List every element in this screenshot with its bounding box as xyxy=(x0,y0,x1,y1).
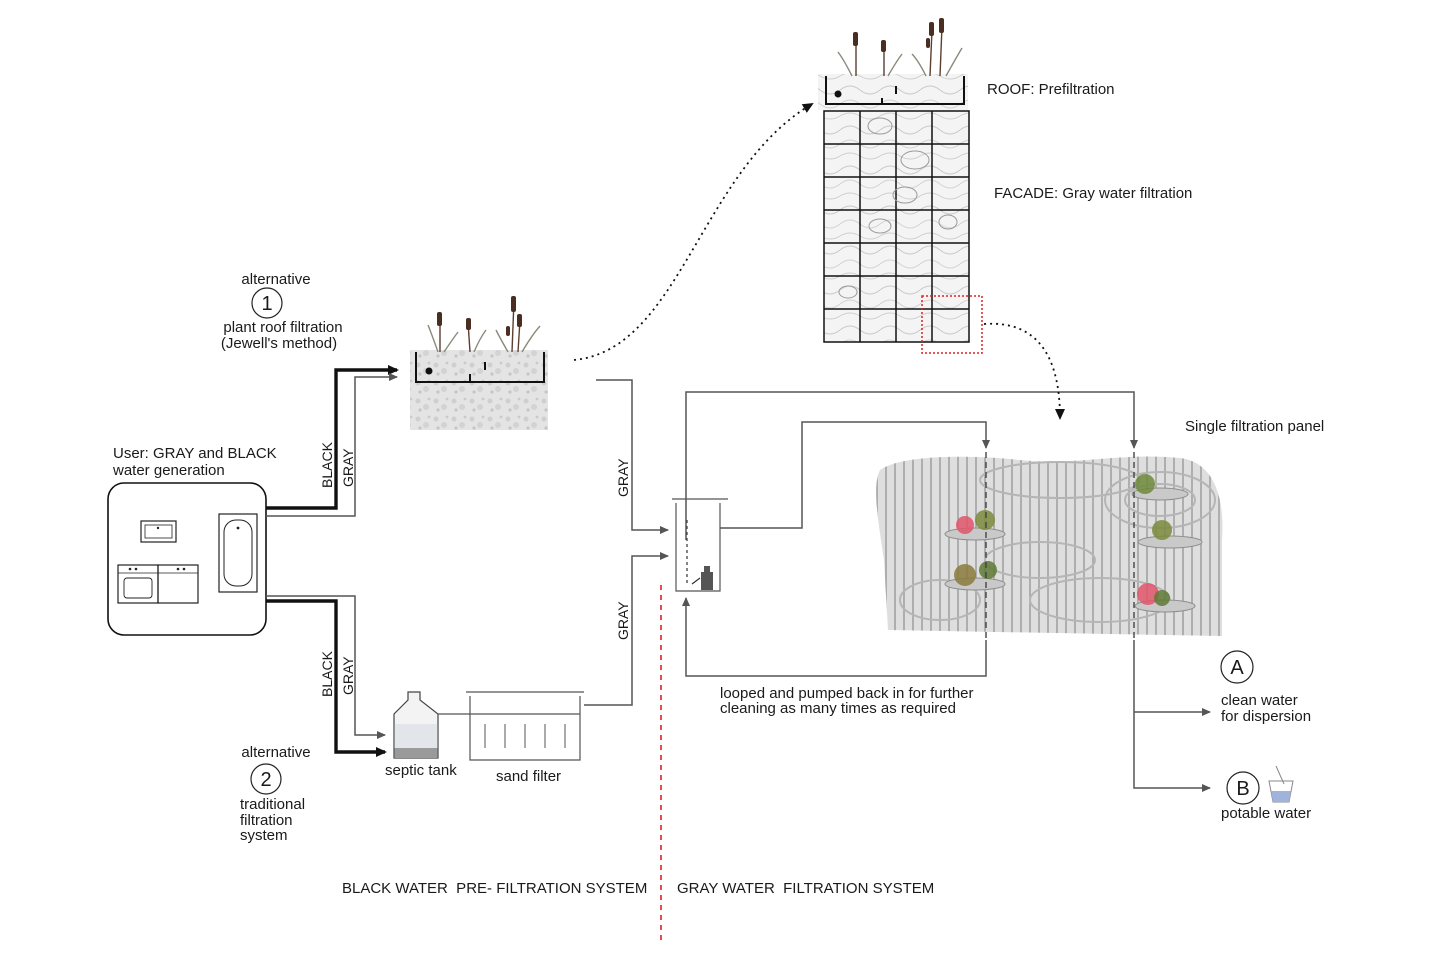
black-pipe-upper xyxy=(266,365,399,510)
black-label-upper: BLACK xyxy=(319,441,335,488)
alt2-line2: filtration xyxy=(240,812,293,829)
collection-tank xyxy=(672,498,728,592)
output-a-line2: for dispersion xyxy=(1221,708,1311,725)
cattail-plants-icon xyxy=(427,299,541,353)
sand-filter xyxy=(438,691,584,761)
roof-cattail-icon xyxy=(837,25,963,77)
output-a-letter: A xyxy=(1230,657,1244,679)
building-roof xyxy=(818,18,968,110)
alt2-line3: system xyxy=(240,827,288,844)
washer-dryer-icon xyxy=(117,564,199,604)
gray-pipe-sand-to-tank xyxy=(584,552,669,706)
septic-tank xyxy=(393,691,439,759)
output-b-circle xyxy=(1226,771,1260,805)
black-pipe-lower xyxy=(266,599,387,757)
gray-label-lower: GRAY xyxy=(340,656,356,695)
black-label-lower: BLACK xyxy=(319,650,335,697)
alt2-title: alternative xyxy=(241,744,310,761)
alt1-title: alternative xyxy=(241,271,310,288)
alt2-number: 2 xyxy=(260,769,271,791)
pipe-tank-to-panel-1 xyxy=(720,421,990,529)
output-a-line1: clean water xyxy=(1221,692,1298,709)
bathtub-icon xyxy=(218,513,258,593)
gray-pipe-upper xyxy=(266,373,398,517)
roof-label: ROOF: Prefiltration xyxy=(987,81,1115,98)
pump-icon xyxy=(701,572,713,590)
black-system-label: BLACK WATER PRE- FILTRATION SYSTEM xyxy=(342,880,647,897)
gray-pipe-lower xyxy=(266,595,386,739)
loop-line2: cleaning as many times as required xyxy=(720,700,956,717)
alt1-number: 1 xyxy=(261,293,272,315)
sink-icon xyxy=(140,520,177,543)
pipes-lower: BLACK GRAY xyxy=(266,595,387,757)
gray-system-label: GRAY WATER FILTRATION SYSTEM xyxy=(677,880,934,897)
user-line1: User: GRAY and BLACK xyxy=(113,445,277,462)
single-panel-label: Single filtration panel xyxy=(1185,418,1324,435)
gray-pipe-roof-to-tank xyxy=(596,379,669,534)
plant-roof-soil xyxy=(410,350,548,430)
dotted-link-panel xyxy=(983,322,1065,420)
output-b-line1: potable water xyxy=(1221,805,1311,822)
plant-roof-tray xyxy=(415,352,545,383)
septic-tank-label: septic tank xyxy=(385,762,457,779)
single-filtration-panel xyxy=(876,452,1223,640)
user-household-box xyxy=(107,482,267,636)
gray-label-tank-lower: GRAY xyxy=(615,601,631,640)
alt1-line1: plant roof filtration xyxy=(223,319,342,336)
alt1-line2: (Jewell's method) xyxy=(221,335,337,352)
pipe-tank-to-panel-2 xyxy=(685,391,1138,540)
output-b-letter: B xyxy=(1236,778,1249,800)
loop-line1: looped and pumped back in for further xyxy=(720,685,974,702)
gray-label-upper: GRAY xyxy=(340,448,356,487)
pipes-upper: BLACK GRAY xyxy=(266,365,399,517)
alt1-number-circle xyxy=(251,287,283,319)
plant-roof-drain xyxy=(425,367,433,375)
plant-roof-filter xyxy=(410,296,548,430)
facade-highlight-box xyxy=(921,295,983,354)
facade-grid xyxy=(823,110,983,354)
facade-label: FACADE: Gray water filtration xyxy=(994,185,1192,202)
water-glass-icon xyxy=(1268,765,1294,803)
gray-label-tank-upper: GRAY xyxy=(615,458,631,497)
alt2-number-circle xyxy=(250,763,282,795)
pipe-to-potable xyxy=(1133,640,1211,792)
alt2-line1: traditional xyxy=(240,796,305,813)
dotted-link-roof xyxy=(573,102,814,361)
panel-plants-icon xyxy=(954,474,1172,606)
sand-filter-label: sand filter xyxy=(496,768,561,785)
output-a-circle xyxy=(1220,650,1254,684)
loop-return-pipe xyxy=(682,597,987,677)
user-line2: water generation xyxy=(112,462,225,479)
cattail-heads xyxy=(437,296,522,336)
